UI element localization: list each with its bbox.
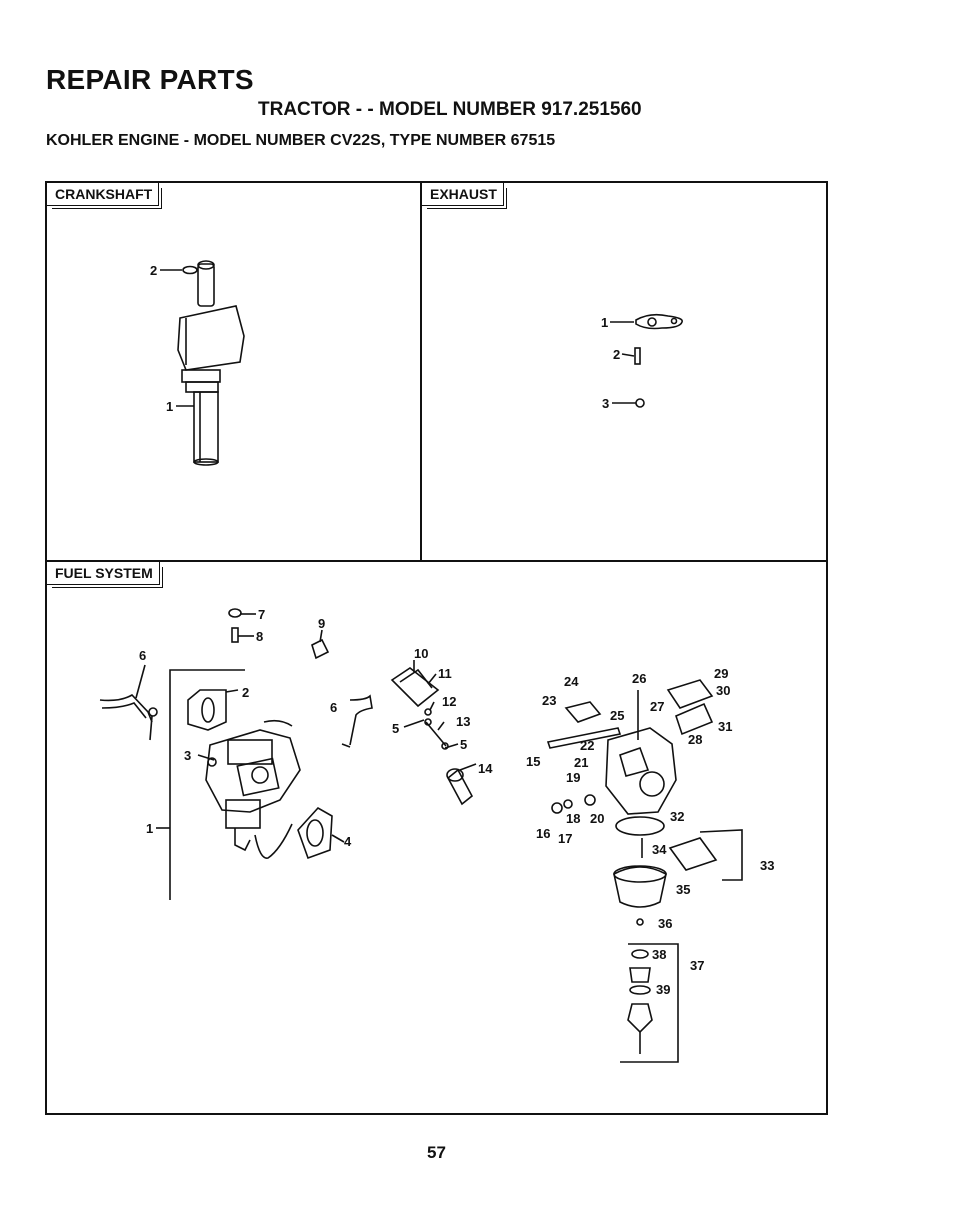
callout: 2 <box>613 347 620 362</box>
callout: 1 <box>601 315 608 330</box>
callout: 17 <box>558 831 572 846</box>
callout: 34 <box>652 842 667 857</box>
fuel-system-drawing <box>99 608 743 1063</box>
callout: 14 <box>478 761 493 776</box>
callout: 32 <box>670 809 684 824</box>
callout: 30 <box>716 683 730 698</box>
callout: 33 <box>760 858 774 873</box>
callout: 29 <box>714 666 728 681</box>
callout: 6 <box>139 648 146 663</box>
callout: 23 <box>542 693 556 708</box>
callout: 27 <box>650 699 664 714</box>
callout: 2 <box>150 263 157 278</box>
callout: 18 <box>566 811 580 826</box>
callout: 31 <box>718 719 732 734</box>
callout: 6 <box>330 700 337 715</box>
callout: 8 <box>256 629 263 644</box>
callout: 20 <box>590 811 604 826</box>
callout: 38 <box>652 947 666 962</box>
callout: 1 <box>146 821 153 836</box>
callout: 36 <box>658 916 672 931</box>
callout: 12 <box>442 694 456 709</box>
callout: 22 <box>580 738 594 753</box>
engine-model-heading: KOHLER ENGINE - MODEL NUMBER CV22S, TYPE… <box>46 132 556 149</box>
callout: 19 <box>566 770 580 785</box>
callout: 37 <box>690 958 704 973</box>
exhaust-drawing <box>634 313 683 408</box>
diagram-frame: CRANKSHAFT EXHAUST FUEL SYSTEM <box>45 181 828 1115</box>
callout: 35 <box>676 882 690 897</box>
panel-divider-vertical <box>420 183 422 562</box>
callout: 24 <box>564 674 579 689</box>
callout: 28 <box>688 732 702 747</box>
callout: 21 <box>574 755 588 770</box>
callout: 39 <box>656 982 670 997</box>
callout: 13 <box>456 714 470 729</box>
callout: 9 <box>318 616 325 631</box>
callout: 3 <box>184 748 191 763</box>
callout: 3 <box>602 396 609 411</box>
callout: 5 <box>460 737 467 752</box>
section-tag-fuel-system: FUEL SYSTEM <box>47 562 160 585</box>
panel-divider-horizontal <box>47 560 828 562</box>
callout: 5 <box>392 721 399 736</box>
callout: 2 <box>242 685 249 700</box>
crankshaft-drawing <box>177 260 245 466</box>
callout: 10 <box>414 646 428 661</box>
callout: 25 <box>610 708 624 723</box>
callout: 16 <box>536 826 550 841</box>
callout: 26 <box>632 671 646 686</box>
callout: 15 <box>526 754 540 769</box>
callout: 4 <box>344 834 352 849</box>
section-tag-crankshaft: CRANKSHAFT <box>47 183 160 206</box>
callout: 11 <box>438 666 452 681</box>
callout-labels: 2 1 1 2 3 7 8 9 6 10 11 2 12 13 5 3 6 5 … <box>139 263 774 997</box>
page-number: 57 <box>427 1143 446 1162</box>
callout: 1 <box>166 399 173 414</box>
tractor-model-heading: TRACTOR - - MODEL NUMBER 917.251560 <box>258 99 642 120</box>
callout-leaders <box>135 269 636 843</box>
section-tag-exhaust: EXHAUST <box>422 183 504 206</box>
page-title: REPAIR PARTS <box>46 64 254 95</box>
callout: 7 <box>258 607 265 622</box>
